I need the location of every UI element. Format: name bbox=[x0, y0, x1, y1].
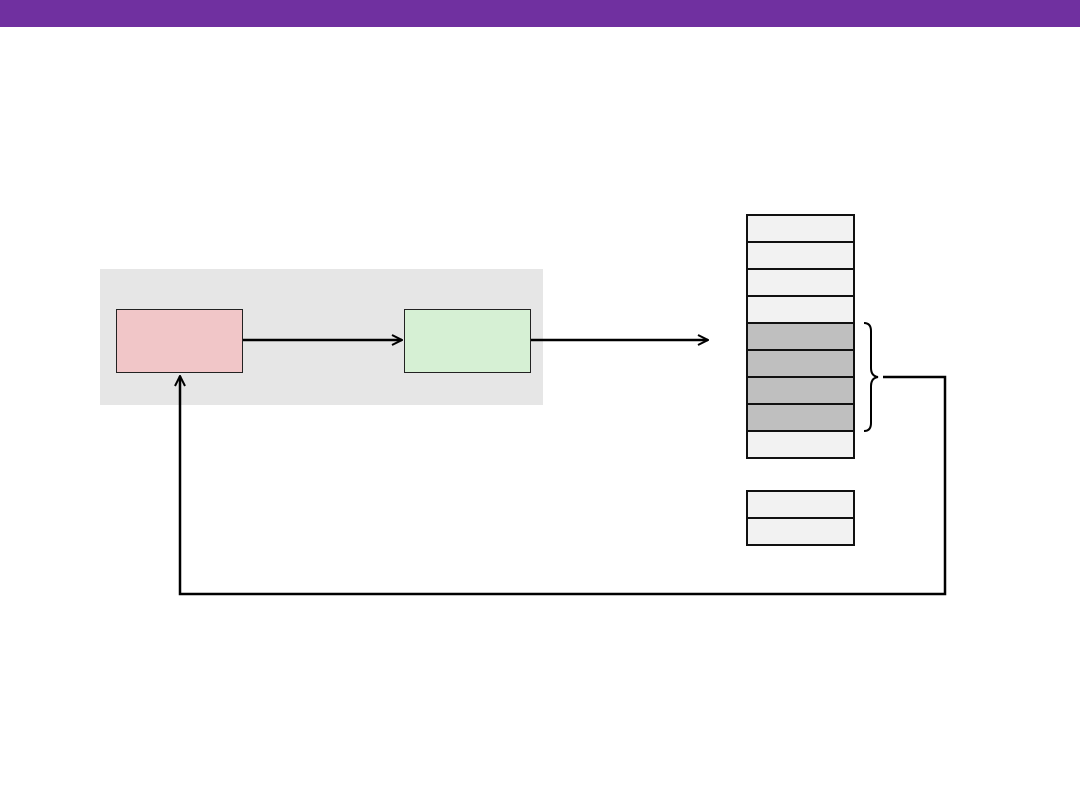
feedback-arrow bbox=[180, 376, 947, 596]
brace-icon bbox=[863, 322, 879, 432]
memory-cell bbox=[746, 403, 855, 432]
memory-cell bbox=[746, 430, 855, 459]
title-bar bbox=[0, 0, 1080, 27]
process-block bbox=[404, 309, 531, 373]
register-cell bbox=[746, 517, 855, 546]
memory-cell bbox=[746, 349, 855, 378]
source-block bbox=[116, 309, 243, 373]
memory-cell bbox=[746, 295, 855, 324]
memory-cell bbox=[746, 214, 855, 243]
